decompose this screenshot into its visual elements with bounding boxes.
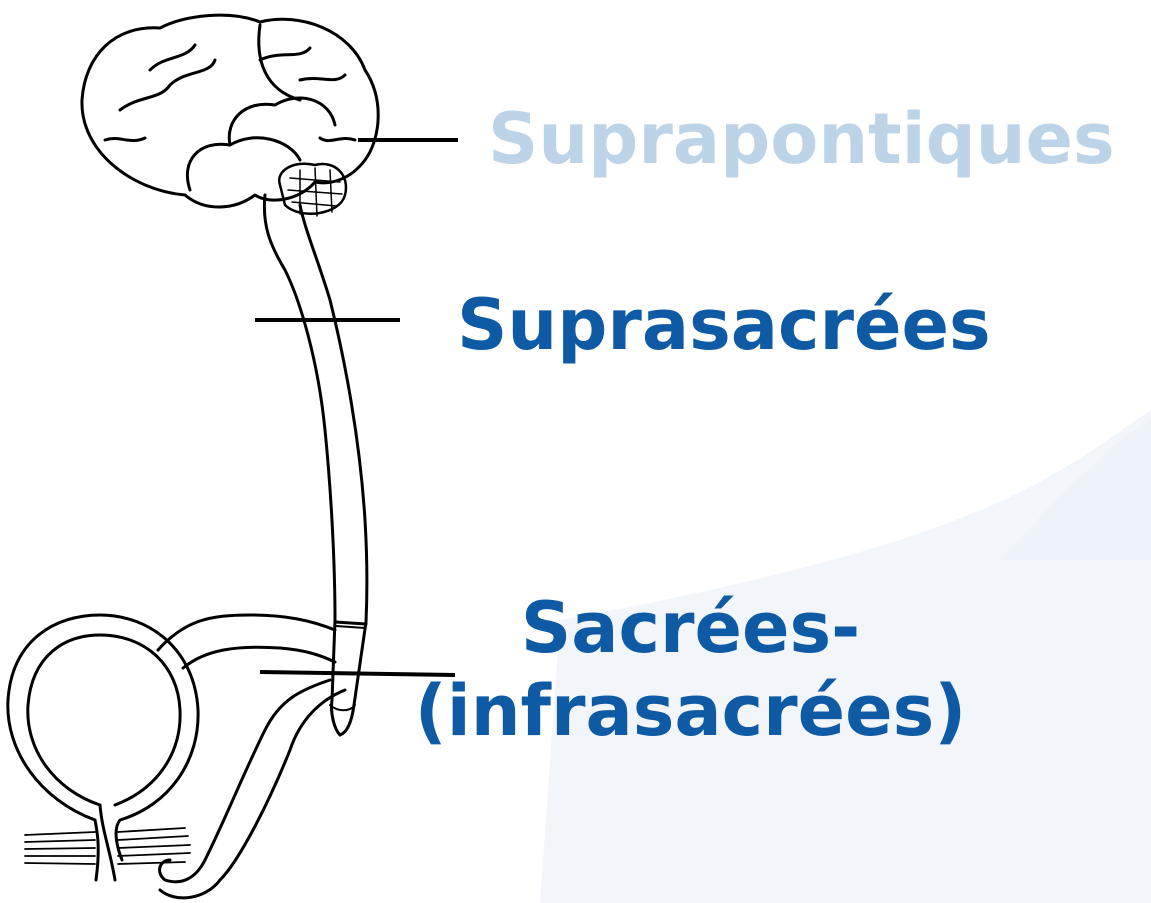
sacral-label-line-2: (infrasacrées) [230,670,1151,753]
sacral-label-line-1: Sacrées- [230,587,1151,670]
suprasacral-label: Suprasacrées [457,290,991,360]
brain-illustration [82,15,378,216]
sacral-label: Sacrées- (infrasacrées) [0,587,1151,752]
suprapontine-label: Suprapontiques [488,104,1115,174]
